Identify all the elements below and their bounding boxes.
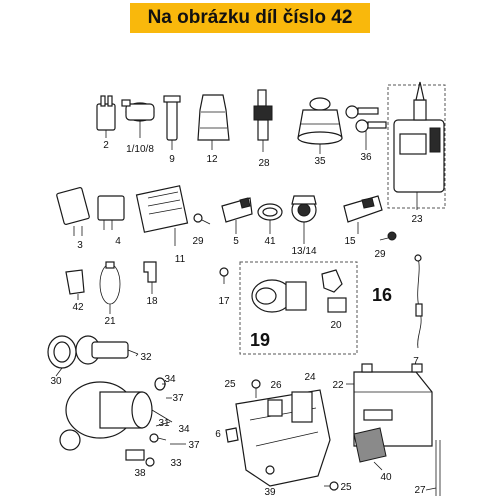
label-part-3: 3 (77, 240, 83, 251)
screw-part-17 (219, 267, 229, 284)
label-part-2: 2 (103, 140, 109, 151)
bracket-part-26 (267, 399, 283, 417)
gear-part-30 (47, 335, 77, 369)
label-part-12: 12 (206, 154, 218, 165)
relay-part-3 (56, 187, 90, 236)
battery-box-part-24 (235, 389, 331, 487)
label-part-9: 9 (169, 154, 175, 165)
screw-part-25a (251, 379, 261, 398)
label-part-31: 31 (158, 418, 170, 429)
label-part-22: 22 (332, 380, 344, 391)
label-part-17: 17 (218, 296, 230, 307)
leader-lines (55, 121, 437, 491)
cable-tie-part-21 (99, 261, 121, 305)
screw-part-25b (324, 481, 339, 491)
label-part-37b: 37 (188, 440, 200, 451)
bushing-part-38 (125, 449, 145, 461)
label-part-16: 16 (372, 285, 392, 305)
label-part-40: 40 (380, 472, 392, 483)
label-part-28: 28 (258, 158, 270, 169)
screw-part-29a (193, 213, 211, 225)
label-part-27: 27 (414, 485, 426, 496)
label-part-29a: 29 (192, 236, 204, 247)
label-part-38: 38 (134, 468, 146, 479)
label-part-7: 7 (413, 356, 419, 367)
bendix-part-32 (75, 335, 139, 365)
label-part-39: 39 (264, 487, 276, 498)
cover-part-42 (65, 269, 85, 295)
pad-part-40 (353, 427, 387, 463)
starter-motor-part-31 (59, 381, 173, 451)
connector-part-9 (163, 95, 181, 150)
fuse-part-2 (96, 95, 116, 131)
bracket-part-6 (225, 427, 239, 443)
screws-part-33 (145, 433, 167, 467)
label-part-26: 26 (270, 380, 282, 391)
label-part-1-10-8: 1/10/8 (126, 144, 154, 155)
label-part-4: 4 (115, 236, 121, 247)
socket-part-13-14 (291, 195, 317, 223)
bracket-part-5 (221, 197, 253, 223)
switch-part-28 (253, 89, 273, 152)
clamp-part-41 (257, 203, 283, 221)
regulator-part-11 (135, 185, 189, 246)
label-part-23: 23 (411, 214, 423, 225)
oil-bottle-part-23 (387, 81, 446, 209)
label-part-20: 20 (330, 320, 342, 331)
bolt-part-29b (379, 231, 397, 241)
cap-part-35 (297, 97, 343, 145)
boot-part-12 (197, 94, 230, 141)
label-part-37a: 37 (172, 393, 184, 404)
label-part-13-14: 13/14 (291, 246, 316, 257)
label-part-5: 5 (233, 236, 239, 247)
label-part-25a: 25 (224, 379, 236, 390)
grommet-part-39 (265, 465, 275, 475)
label-part-34a: 34 (164, 374, 176, 385)
relay-part-4 (97, 195, 125, 230)
wire-part-7 (414, 254, 423, 349)
label-part-6: 6 (215, 429, 221, 440)
ignition-switch-part-19 (239, 261, 358, 355)
label-part-19: 19 (250, 330, 270, 350)
lock-part-20 (321, 269, 347, 313)
label-part-33: 33 (170, 458, 182, 469)
label-part-34b: 34 (178, 424, 190, 435)
title-banner: Na obrázku díl číslo 42 (130, 3, 370, 33)
label-part-36: 36 (360, 152, 372, 163)
label-part-32: 32 (140, 352, 152, 363)
tube-part-27 (435, 440, 441, 496)
label-part-18: 18 (146, 296, 158, 307)
label-part-11: 11 (175, 254, 186, 265)
label-part-29b: 29 (374, 249, 386, 260)
bracket-part-15 (343, 195, 383, 223)
label-part-15: 15 (344, 236, 356, 247)
label-part-42: 42 (72, 302, 84, 313)
label-part-21: 21 (104, 316, 116, 327)
key-part-36 (345, 105, 387, 133)
label-part-41: 41 (264, 236, 276, 247)
label-part-30: 30 (50, 376, 62, 387)
label-part-24: 24 (304, 372, 316, 383)
fuse-holder-part-1-10-8 (121, 99, 155, 122)
clip-part-18 (143, 261, 157, 283)
label-part-25b: 25 (340, 482, 352, 493)
part-number-labels: 2 1/10/8 9 12 28 35 36 23 3 4 11 29 5 41… (50, 140, 426, 498)
label-part-35: 35 (314, 156, 326, 167)
banner-text: Na obrázku díl číslo 42 (147, 7, 353, 28)
